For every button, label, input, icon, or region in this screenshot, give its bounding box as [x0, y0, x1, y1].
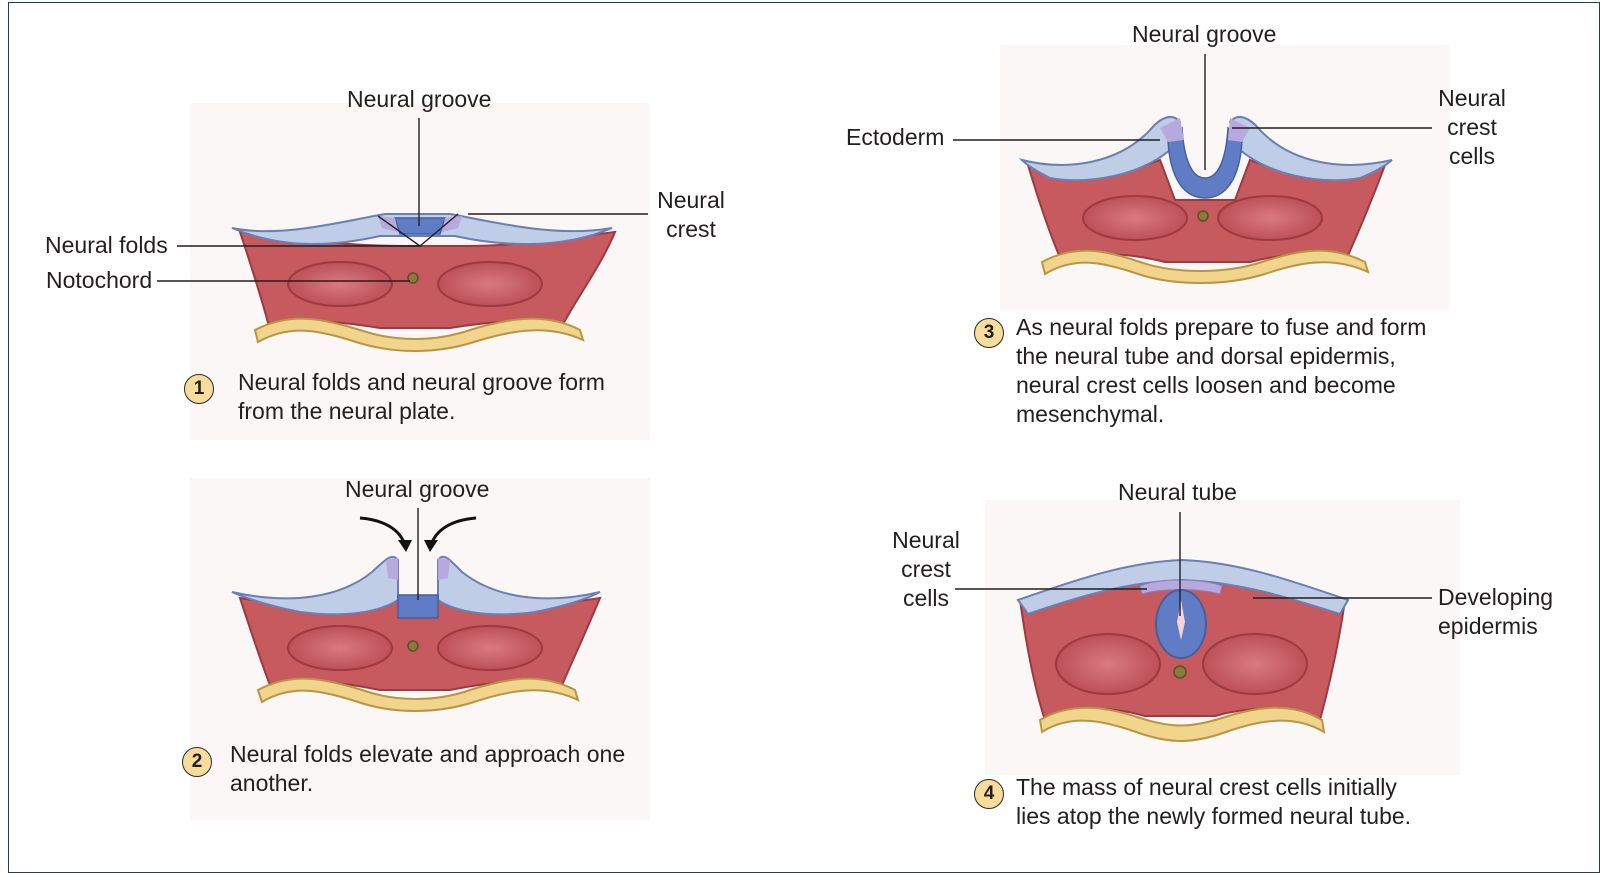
panel1-caption-line1: Neural folds and neural groove form	[238, 368, 605, 397]
panel1-neural-crest-label-line1: Neural	[652, 186, 730, 215]
panel4-epidermis-label-line1: Developing	[1438, 583, 1553, 612]
panel2-caption: Neural folds elevate and approach one an…	[230, 740, 625, 798]
panel3-caption-line4: mesenchymal.	[1016, 400, 1426, 429]
panel3-somite-right	[1218, 196, 1322, 240]
panel2-notochord	[408, 641, 418, 651]
panel4-neural-crest-cells-label: Neural crest cells	[886, 526, 966, 613]
panel4-caption-line1: The mass of neural crest cells initially	[1016, 773, 1411, 802]
panel3-somite-left	[1083, 196, 1187, 240]
panel3-ectoderm-label: Ectoderm	[846, 123, 944, 152]
panel4-embryo-section	[1018, 560, 1348, 741]
step-badge-2: 2	[182, 747, 212, 777]
panel3-neural-groove-label: Neural groove	[1132, 20, 1276, 49]
panel4-notochord	[1174, 666, 1186, 678]
panel2-caption-line2: another.	[230, 769, 625, 798]
panel4-caption: The mass of neural crest cells initially…	[1016, 773, 1411, 831]
panel3-caption: As neural folds prepare to fuse and form…	[1016, 313, 1426, 429]
panel2-somite-left	[288, 626, 392, 670]
panel3-ncc-label-line1: Neural	[1432, 84, 1512, 113]
panel1-somite-left	[288, 262, 392, 306]
panel3-ncc-label-line2: crest	[1432, 113, 1512, 142]
panel4-ncc-label-line3: cells	[886, 584, 966, 613]
panel1-somite-right	[438, 262, 542, 306]
panel3-caption-line1: As neural folds prepare to fuse and form	[1016, 313, 1426, 342]
panel3-caption-line3: neural crest cells loosen and become	[1016, 371, 1426, 400]
panel4-ncc-label-line1: Neural	[886, 526, 966, 555]
panel1-neural-groove-label: Neural groove	[347, 85, 491, 114]
panel4-epidermis-label-line2: epidermis	[1438, 612, 1553, 641]
panel4-caption-line2: lies atop the newly formed neural tube.	[1016, 802, 1411, 831]
panel1-caption-line2: from the neural plate.	[238, 397, 605, 426]
panel3-notochord	[1198, 211, 1208, 221]
step-badge-3: 3	[974, 318, 1004, 348]
panel1-neural-folds-label: Neural folds	[45, 231, 168, 260]
panel4-ncc-label-line2: crest	[886, 555, 966, 584]
panel4-somite-left	[1056, 634, 1160, 694]
panel4-somite-right	[1203, 634, 1307, 694]
panel1-neural-crest-label: Neural crest	[652, 186, 730, 244]
panel3-neural-crest-cells-label: Neural crest cells	[1432, 84, 1512, 171]
panel2-neural-groove-label: Neural groove	[345, 475, 489, 504]
step-badge-1: 1	[184, 374, 214, 404]
panel1-caption: Neural folds and neural groove form from…	[238, 368, 605, 426]
panel1-notochord-label: Notochord	[46, 266, 152, 295]
panel2-caption-line1: Neural folds elevate and approach one	[230, 740, 625, 769]
step-badge-4: 4	[974, 779, 1004, 809]
panel3-caption-line2: the neural tube and dorsal epidermis,	[1016, 342, 1426, 371]
panel1-neural-crest-label-line2: crest	[652, 215, 730, 244]
panel2-somite-right	[438, 626, 542, 670]
panel4-developing-epidermis-label: Developing epidermis	[1438, 583, 1553, 641]
panel4-neural-tube-label: Neural tube	[1118, 478, 1237, 507]
panel3-ncc-label-line3: cells	[1432, 142, 1512, 171]
